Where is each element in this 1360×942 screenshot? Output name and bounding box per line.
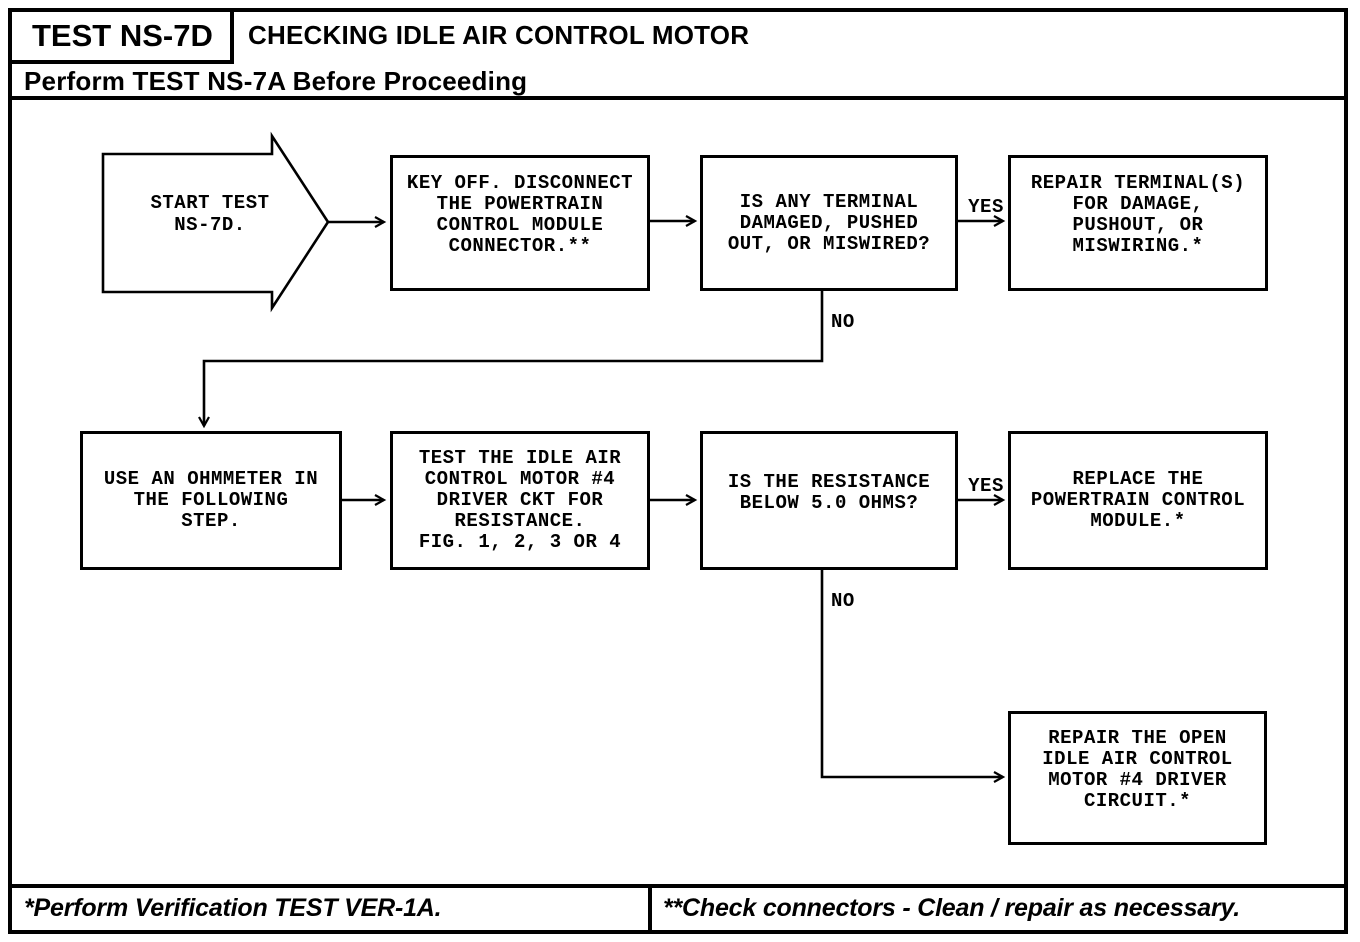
footer-divider <box>648 884 652 934</box>
page-title: CHECKING IDLE AIR CONTROL MOTOR <box>248 20 750 50</box>
header-rule <box>8 96 1348 100</box>
footer-left-note: *Perform Verification TEST VER-1A. <box>24 894 442 922</box>
flow-box-use-ohmmeter: USE AN OHMMETER IN THE FOLLOWING STEP. <box>80 431 342 570</box>
branch-label-yes-resistance: YES <box>968 475 1004 497</box>
flow-box-key-off: KEY OFF. DISCONNECT THE POWERTRAIN CONTR… <box>390 155 650 291</box>
flow-box-resistance-question: IS THE RESISTANCE BELOW 5.0 OHMS? <box>700 431 958 570</box>
branch-label-yes-terminal: YES <box>968 196 1004 218</box>
flow-start-label: START TEST NS-7D. <box>150 192 270 236</box>
branch-label-no-resistance: NO <box>831 590 855 612</box>
flow-box-repair-terminal: REPAIR TERMINAL(S) FOR DAMAGE, PUSHOUT, … <box>1008 155 1268 291</box>
footer-rule <box>8 884 1348 888</box>
outer-border <box>8 8 1348 934</box>
branch-label-no-terminal: NO <box>831 311 855 333</box>
footer-right-note: **Check connectors - Clean / repair as n… <box>663 894 1241 922</box>
flow-box-repair-open-ckt: REPAIR THE OPEN IDLE AIR CONTROL MOTOR #… <box>1008 711 1267 845</box>
flow-box-test-driver-ckt: TEST THE IDLE AIR CONTROL MOTOR #4 DRIVE… <box>390 431 650 570</box>
flow-box-replace-pcm: REPLACE THE POWERTRAIN CONTROL MODULE.* <box>1008 431 1268 570</box>
test-id-box: TEST NS-7D <box>8 8 234 64</box>
test-id-label: TEST NS-7D <box>32 18 213 53</box>
subtitle: Perform TEST NS-7A Before Proceeding <box>24 66 528 96</box>
flow-box-terminal-question: IS ANY TERMINAL DAMAGED, PUSHED OUT, OR … <box>700 155 958 291</box>
